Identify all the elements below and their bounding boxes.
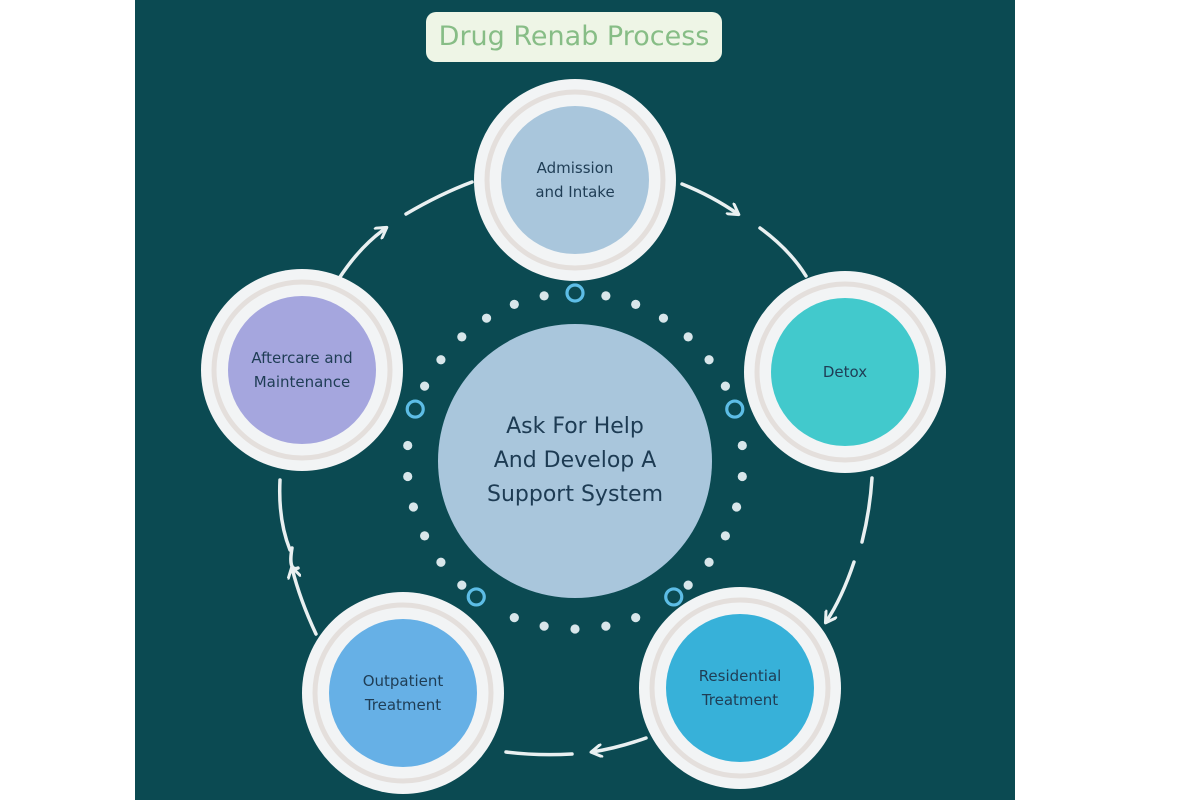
center-label-line-3: Support System [487, 482, 663, 507]
dot [408, 502, 419, 512]
dot [683, 332, 693, 342]
dot [631, 613, 641, 623]
connector-arc [860, 476, 874, 544]
dot [403, 471, 413, 482]
cycle-connectors [277, 180, 874, 757]
step-label-admission-line-2: and Intake [535, 183, 614, 201]
connector-arc [404, 180, 474, 216]
dot [420, 381, 430, 391]
step-fill [501, 106, 649, 254]
dot [436, 355, 446, 365]
dot [720, 531, 730, 541]
step-label-residential-line-2: Treatment [701, 691, 778, 709]
connector-arc [336, 228, 386, 282]
dot [683, 580, 693, 590]
dot [457, 332, 467, 342]
step-inner-ring [312, 602, 494, 784]
dot [539, 621, 549, 631]
step-fill [228, 296, 376, 444]
connector-arc [289, 546, 300, 571]
step-label-outpatient-line-1: Outpatient [363, 672, 444, 690]
center-label-line-1: Ask For Help [506, 414, 644, 439]
connector-arc [292, 568, 318, 636]
step-label-residential-line-1: Residential [699, 667, 782, 685]
step-label-aftercare-line-2: Maintenance [254, 373, 351, 391]
dot [457, 580, 467, 590]
dot [601, 621, 611, 631]
center-label-line-2: And Develop A [494, 448, 657, 473]
step-label-outpatient-line-2: Treatment [364, 696, 441, 714]
dot [658, 313, 669, 323]
connector-arc [504, 750, 574, 757]
step-inner-ring [484, 89, 666, 271]
dot [509, 613, 519, 623]
dot [737, 440, 747, 451]
dot [420, 531, 430, 541]
step-nodes: Admission and IntakeDetoxResidentialTreat… [201, 79, 946, 794]
step-label-detox-line-1: Detox [823, 363, 867, 381]
ring-marker [725, 399, 745, 419]
connector-arc [277, 478, 292, 552]
center-dot-ring [403, 283, 747, 634]
ring-marker [405, 399, 425, 419]
center-circle [438, 324, 712, 598]
step-label-aftercare-line-1: Aftercare and [251, 349, 352, 367]
ring-marker [565, 283, 585, 303]
dot [704, 355, 714, 365]
dot [731, 502, 742, 512]
dot [436, 557, 446, 567]
dot [704, 557, 714, 567]
step-fill [771, 298, 919, 446]
step-fill [666, 614, 814, 762]
dot [481, 313, 492, 323]
dot [631, 299, 641, 309]
center-node: Ask For Help And Develop A Support Syste… [438, 324, 712, 598]
step-inner-ring [211, 279, 393, 461]
step-fill [329, 619, 477, 767]
step-label-admission-line-1: Admission [537, 159, 614, 177]
dot [570, 624, 580, 634]
diagram-title: Drug Renab Process [426, 12, 722, 62]
connector-arc [826, 560, 856, 622]
step-node-detox: Detox [744, 271, 946, 473]
connector-arc [680, 182, 738, 214]
step-node-admission: Admission and Intake [474, 79, 676, 281]
connector-arc [592, 736, 648, 752]
dot [737, 471, 747, 482]
dot [720, 381, 730, 391]
dot [403, 440, 413, 451]
ring-marker [466, 587, 486, 607]
dot [509, 299, 519, 309]
step-inner-ring [649, 597, 831, 779]
connector-arc [758, 226, 808, 278]
step-inner-ring [754, 281, 936, 463]
dot [539, 291, 549, 301]
dot [601, 291, 611, 301]
ring-marker [664, 587, 684, 607]
